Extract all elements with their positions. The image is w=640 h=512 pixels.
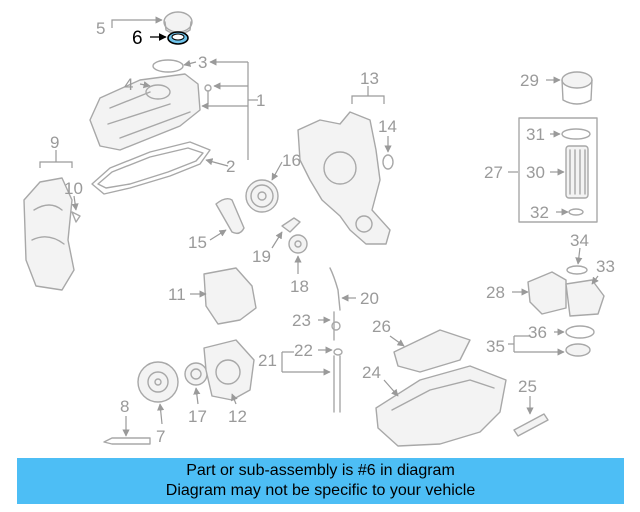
callout-10: 10 bbox=[64, 179, 83, 198]
callout-22: 22 bbox=[294, 341, 313, 360]
leader-lines bbox=[39, 16, 599, 437]
callout-30: 30 bbox=[526, 163, 545, 182]
timing-belt-cover bbox=[23, 177, 75, 291]
oil-filler-cap bbox=[163, 11, 193, 35]
callout-34: 34 bbox=[570, 231, 589, 250]
callout-32: 32 bbox=[530, 203, 549, 222]
banner-line-disclaimer: Diagram may not be specific to your vehi… bbox=[165, 482, 476, 499]
info-banner: Part or sub-assembly is #6 in diagram Di… bbox=[17, 458, 624, 504]
sealant-tube bbox=[513, 413, 549, 437]
seal-34 bbox=[566, 265, 588, 275]
callout-9: 9 bbox=[50, 133, 59, 152]
callout-19: 19 bbox=[252, 247, 271, 266]
dipstick bbox=[329, 267, 341, 341]
valve-cover-gasket bbox=[91, 141, 211, 195]
oil-filter-element bbox=[565, 145, 589, 199]
callout-31: 31 bbox=[526, 125, 545, 144]
oil-pan-baffle bbox=[393, 329, 471, 373]
cover-bolt bbox=[71, 211, 81, 223]
banner-line-part: Part or sub-assembly is #6 in diagram bbox=[186, 462, 455, 479]
callout-3: 3 bbox=[198, 53, 207, 72]
callout-labels: 5 6 3 4 1 2 9 10 13 14 16 15 19 18 11 20… bbox=[50, 19, 615, 446]
camshaft-sprocket bbox=[245, 179, 279, 213]
callout-33: 33 bbox=[596, 257, 615, 276]
oil-cap-seal-highlighted bbox=[167, 31, 189, 45]
valve-cover bbox=[89, 59, 201, 151]
callout-5: 5 bbox=[96, 19, 105, 38]
callout-28: 28 bbox=[486, 283, 505, 302]
tensioner-arm bbox=[215, 197, 245, 235]
callout-11: 11 bbox=[168, 285, 186, 304]
tensioner-bracket bbox=[281, 217, 301, 233]
callout-6-highlighted: 6 bbox=[132, 28, 143, 49]
seal-14 bbox=[382, 154, 394, 170]
rear-timing-cover bbox=[297, 111, 391, 245]
callout-24: 24 bbox=[362, 363, 381, 382]
oil-pan bbox=[375, 365, 507, 447]
filter-kit-box bbox=[518, 117, 598, 223]
callout-16: 16 bbox=[282, 151, 301, 170]
pump-housing bbox=[203, 267, 257, 325]
callout-4: 4 bbox=[124, 75, 133, 94]
callout-7: 7 bbox=[156, 427, 165, 446]
callout-20: 20 bbox=[360, 289, 379, 308]
filter-housing bbox=[527, 271, 605, 317]
crank-pulley bbox=[137, 361, 179, 403]
callout-18: 18 bbox=[290, 277, 309, 296]
pulley-bolt bbox=[103, 437, 151, 445]
callout-2: 2 bbox=[226, 157, 235, 176]
callout-13: 13 bbox=[360, 69, 379, 88]
gasket-36 bbox=[565, 325, 595, 339]
callout-35: 35 bbox=[486, 337, 505, 356]
callout-36: 36 bbox=[528, 323, 547, 342]
crank-sprocket bbox=[184, 362, 208, 386]
callout-8: 8 bbox=[120, 397, 129, 416]
front-crank-seal-housing bbox=[203, 339, 255, 401]
oil-cooler bbox=[565, 343, 591, 357]
callout-1: 1 bbox=[256, 91, 265, 110]
filter-o-ring-32 bbox=[568, 208, 584, 216]
callout-17: 17 bbox=[188, 407, 207, 426]
valve-cover-bolt bbox=[204, 84, 212, 105]
dipstick-tube bbox=[333, 348, 343, 413]
callout-12: 12 bbox=[228, 407, 247, 426]
filter-o-ring-31 bbox=[561, 128, 591, 140]
callout-23: 23 bbox=[292, 311, 311, 330]
callout-29: 29 bbox=[520, 71, 539, 90]
oil-filter-cap bbox=[561, 71, 593, 105]
callout-25: 25 bbox=[518, 377, 537, 396]
callout-27: 27 bbox=[484, 163, 503, 182]
callout-21: 21 bbox=[258, 351, 277, 370]
callout-26: 26 bbox=[372, 317, 391, 336]
callout-15: 15 bbox=[188, 233, 207, 252]
idler-roller bbox=[288, 234, 308, 254]
callout-14: 14 bbox=[378, 117, 397, 136]
